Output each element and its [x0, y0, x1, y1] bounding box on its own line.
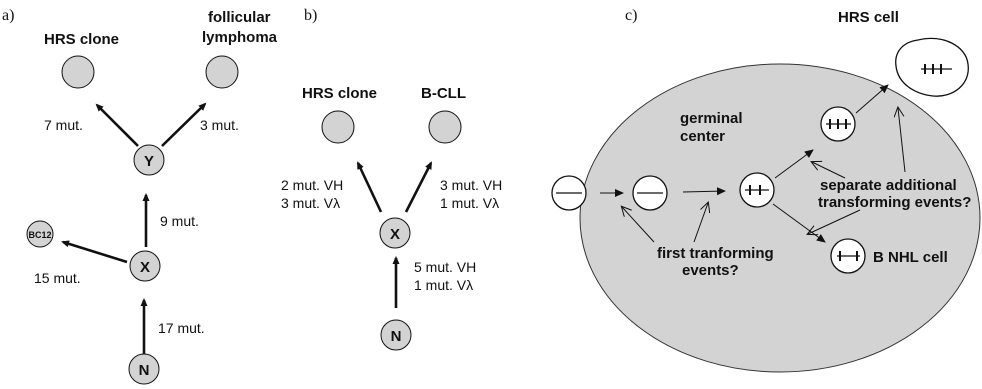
a-arrow-y-to-hrs	[95, 103, 139, 147]
c-thin-arrow-to-bnhl	[808, 209, 861, 234]
panel-b-tag: b)	[304, 7, 317, 24]
panel-c-tag: c)	[625, 7, 637, 24]
b-hrs-clone-label: HRS clone	[302, 85, 377, 102]
a-node-y-label: Y	[144, 153, 154, 170]
b-node-x-label: X	[390, 226, 400, 243]
a-node-y	[133, 144, 165, 176]
b-node-n-label: N	[391, 328, 402, 345]
c-bnhl-label: B NHL cell	[873, 249, 948, 266]
a-follicular-node	[205, 55, 239, 89]
b-nhl-cell-marker	[837, 251, 860, 261]
a-mut-y: 9 mut.	[160, 213, 199, 229]
a-hrs-clone-label: HRS clone	[44, 31, 119, 48]
b-bottom-vh: 5 mut. VH	[414, 259, 476, 275]
a-arrow-x-to-bc12	[61, 240, 128, 264]
hrs-cell-shape	[895, 37, 969, 97]
c-separate-label-2: transforming events?	[818, 194, 971, 211]
c-hrs-cell-label: HRS cell	[838, 9, 899, 26]
a-mut-left: 7 mut.	[44, 117, 83, 133]
a-node-x	[129, 250, 161, 282]
c-germinal-label-2: center	[680, 128, 725, 145]
a-follicular-label-1: follicular	[208, 9, 271, 26]
hrs-cell-marker	[921, 64, 952, 74]
c-arrow-to-hrs-cell	[855, 84, 889, 114]
b-arrow-x-to-hrs	[356, 161, 383, 213]
a-node-bc12-label: BC12	[28, 230, 51, 240]
a-arrow-y-to-follicular	[161, 102, 207, 147]
b-right-vl: 1 mut. Vλ	[440, 195, 499, 211]
c-arrow-to-pre-hrs	[774, 149, 814, 179]
panel-a-tag: a)	[2, 7, 14, 24]
c-thin-arrow-to-hrs-cell	[898, 108, 906, 173]
c-germinal-label-1: germinal	[680, 110, 743, 127]
b-arrow-x-to-bcll	[404, 161, 433, 213]
germinal-center-area	[579, 63, 981, 373]
b-bcll-node	[428, 110, 462, 144]
b-bottom-vl: 1 mut. Vλ	[414, 277, 473, 293]
b-left-vh: 2 mut. VH	[281, 177, 343, 193]
c-first-label-1: first tranforming	[657, 245, 774, 262]
a-mut-x: 17 mut.	[158, 320, 205, 336]
a-mut-bc12: 15 mut.	[34, 270, 81, 286]
a-node-n	[128, 353, 160, 385]
c-thin-arrow-to-pre-hrs	[812, 162, 846, 179]
b-bcll-label: B-CLL	[421, 85, 466, 102]
c-thin-arrow-to-naive	[622, 207, 655, 243]
pre-hrs-cell-marker	[826, 119, 851, 129]
a-node-bc12	[26, 220, 54, 248]
c-thin-arrow-to-transition	[693, 203, 708, 243]
panel-c: c) germinal center HRS cell	[551, 7, 981, 373]
a-node-n-label: N	[139, 362, 150, 379]
a-node-x-label: X	[140, 259, 150, 276]
a-follicular-label-2: lymphoma	[202, 29, 278, 46]
c-arrow-to-bnhl	[772, 203, 826, 243]
b-right-vh: 3 mut. VH	[440, 177, 502, 193]
c-first-label-2: events?	[682, 262, 739, 279]
c-arrow-gc-to-mutated	[682, 187, 726, 196]
mutated-b-cell-marker	[745, 185, 769, 195]
c-separate-label-1: separate additional	[820, 177, 957, 194]
panel-a: a) HRS clone follicular lymphoma 7 mut. …	[2, 7, 278, 385]
b-left-vl: 3 mut. Vλ	[281, 195, 340, 211]
a-mut-right: 3 mut.	[200, 117, 239, 133]
a-hrs-node	[61, 55, 95, 89]
panel-b: b) HRS clone B-CLL 2 mut. VH 3 mut. Vλ 3…	[281, 7, 502, 351]
b-node-x	[379, 217, 411, 249]
b-hrs-node	[321, 110, 355, 144]
b-node-n	[380, 319, 412, 351]
